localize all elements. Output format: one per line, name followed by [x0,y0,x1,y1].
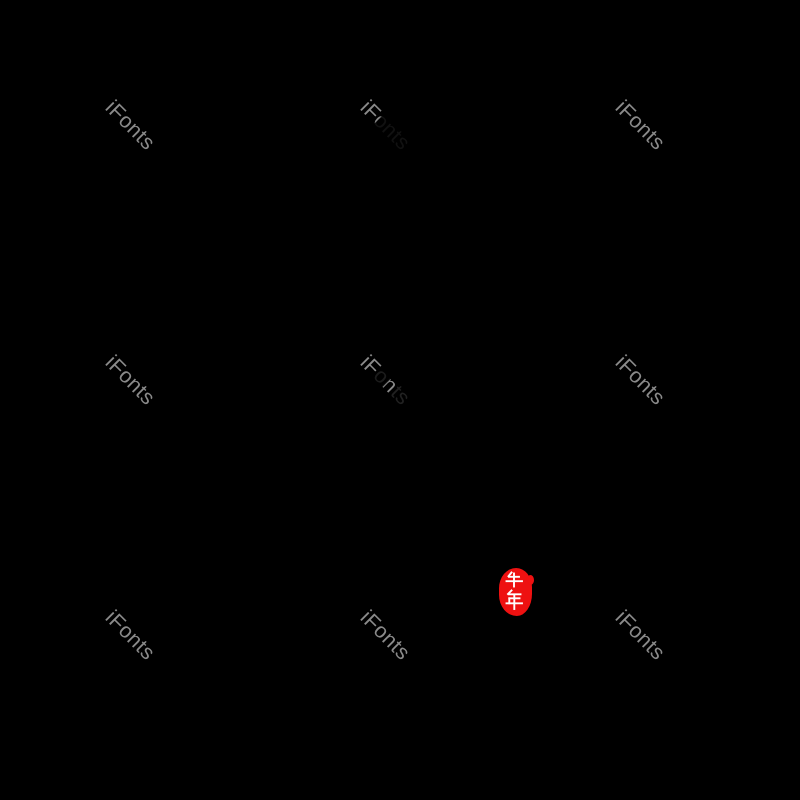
watermark-text: iFonts [610,351,670,410]
watermark-text: iFonts [100,96,160,155]
watermark-text: iFonts [610,606,670,665]
watermark-text: iFonts [355,606,415,665]
watermark-text: iFonts [100,606,160,665]
seal-characters-glyph [505,571,523,610]
seal-stamp: 牛 年 [499,568,534,616]
watermark-text: iFonts [100,351,160,410]
watermark-text: iFonts [610,96,670,155]
